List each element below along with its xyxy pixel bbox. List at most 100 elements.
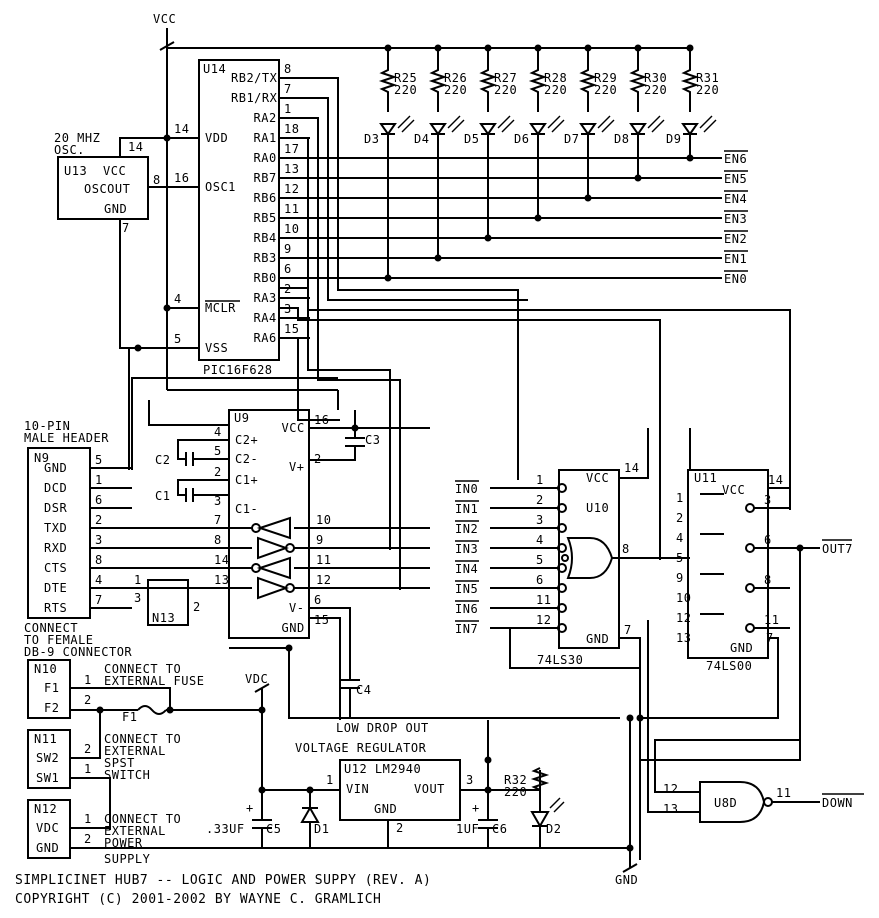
c3-label: C3 xyxy=(365,433,380,447)
u8d-b: 13 xyxy=(663,802,678,816)
u11-pin-b: 5 xyxy=(676,551,684,565)
u11-pin-y: 8 xyxy=(764,573,772,587)
u9-buffer xyxy=(256,516,291,540)
n10-note2: EXTERNAL FUSE xyxy=(104,674,204,688)
u14-pin-num: 12 xyxy=(284,182,299,196)
footer-title: SIMPLICINET HUB7 -- LOGIC AND POWER SUPP… xyxy=(15,873,431,888)
u12-vout: VOUT xyxy=(414,782,445,796)
u9-buf-pin: 7 xyxy=(214,513,222,527)
u11-pin-vcc: 14 xyxy=(768,473,783,487)
n13-p2: 2 xyxy=(193,600,201,614)
u9-pin-name: C1+ xyxy=(235,473,258,487)
u11-pin-y: 3 xyxy=(764,493,772,507)
c4-label: C4 xyxy=(356,683,371,697)
led-resistor-ref: R31 xyxy=(696,71,719,85)
n9-note3: DB-9 CONNECTOR xyxy=(24,645,132,659)
u14-pin-name: OSC1 xyxy=(205,180,236,194)
d1-label: D1 xyxy=(314,822,329,836)
u9-buf-pin: 14 xyxy=(214,553,229,567)
u12-pin-in: 1 xyxy=(326,773,334,787)
u9-pin-num: 4 xyxy=(214,425,222,439)
u9-buf-pin: 9 xyxy=(316,533,324,547)
vcc-label: VCC xyxy=(153,12,176,26)
u14-pin-num: 4 xyxy=(174,292,182,306)
u14-pin-name: RB1/RX xyxy=(231,91,278,105)
n10-n2: 2 xyxy=(84,693,92,707)
u10-input-pin: 3 xyxy=(536,513,544,527)
u14-pin-num: 8 xyxy=(284,62,292,76)
enable-label: EN2 xyxy=(724,232,747,246)
u14-pin-num: 11 xyxy=(284,202,299,216)
u9-buf-pin: 11 xyxy=(316,553,331,567)
u14-pin-name: RB4 xyxy=(254,231,277,245)
r32-value: 220 xyxy=(504,785,527,799)
n9-pin-num: 6 xyxy=(95,493,103,507)
u14-pin-num: 1 xyxy=(284,102,292,116)
u14-pin-num: 16 xyxy=(174,171,189,185)
n11-p2: SW1 xyxy=(36,771,59,785)
n13-p1: 1 xyxy=(134,573,142,587)
u14-pin-name: RB2/TX xyxy=(231,71,278,85)
fuse-label: F1 xyxy=(122,710,137,724)
led-array: R25220D3R26220D4R27220D5R28220D6R29220D7… xyxy=(364,44,719,146)
u10-input-pin: 1 xyxy=(536,473,544,487)
n12-note3: POWER xyxy=(104,836,143,850)
n10-n1: 1 xyxy=(84,673,92,687)
u9-buffer xyxy=(257,576,289,600)
u14-pin-name: RB3 xyxy=(254,251,277,265)
u9-box xyxy=(228,409,310,639)
u14-pin-name: RB6 xyxy=(254,191,277,205)
u9-pin-num: 3 xyxy=(214,494,222,508)
n9-pin-num: 7 xyxy=(95,593,103,607)
u14-pin-num: 10 xyxy=(284,222,299,236)
n10-p2: F2 xyxy=(44,701,59,715)
enable-label: EN5 xyxy=(724,172,747,186)
led-ref: D5 xyxy=(464,132,479,146)
n11-ref: N11 xyxy=(34,732,57,746)
n12-n1: 1 xyxy=(84,812,92,826)
u8d-ref: U8D xyxy=(714,796,737,810)
u10-nand-gate xyxy=(566,537,614,579)
u14-pin-num: 7 xyxy=(284,82,292,96)
led-resistor-value: 220 xyxy=(696,83,719,97)
led-ref: D6 xyxy=(514,132,529,146)
u11-pin-a: 4 xyxy=(676,531,684,545)
led-resistor-ref: R25 xyxy=(394,71,417,85)
u13-title: 20 MHZ xyxy=(54,131,100,145)
n9-pin-num: 4 xyxy=(95,573,103,587)
u14-pin-num: 9 xyxy=(284,242,292,256)
led-ref: D3 xyxy=(364,132,379,146)
enable-label: EN4 xyxy=(724,192,747,206)
u11-pin-a: 9 xyxy=(676,571,684,585)
u9-buffer xyxy=(257,536,289,560)
n9-pin-num: 5 xyxy=(95,453,103,467)
u14-pin-name: VSS xyxy=(205,341,228,355)
d2-label: D2 xyxy=(546,822,561,836)
u10-input-label: IN7 xyxy=(455,622,478,636)
u10-pin-gnd: 7 xyxy=(624,623,632,637)
c5-plus: + xyxy=(246,801,254,815)
u13-pin-vcc: 14 xyxy=(128,140,143,154)
u9-pin-num: 2 xyxy=(214,465,222,479)
u9-buf-pin: 10 xyxy=(316,513,331,527)
led-ref: D7 xyxy=(564,132,579,146)
u9-pin-num: 5 xyxy=(214,444,222,458)
n9-pin-num: 1 xyxy=(95,473,103,487)
u14-pin-name: RB5 xyxy=(254,211,277,225)
u12-note2: VOLTAGE REGULATOR xyxy=(295,741,427,755)
u10-input-label: IN6 xyxy=(455,602,478,616)
led-resistor-value: 220 xyxy=(494,83,517,97)
u12-ref: U12 LM2940 xyxy=(344,762,421,776)
u11-pin-y: 11 xyxy=(764,613,779,627)
u10-input-label: IN5 xyxy=(455,582,478,596)
vdc-label: VDC xyxy=(245,672,268,686)
n13-ref: N13 xyxy=(152,611,175,625)
enable-label: EN0 xyxy=(724,272,747,286)
u9-pin-name: V+ xyxy=(289,460,304,474)
u11-pin-b: 13 xyxy=(676,631,691,645)
u9-pin-name: GND xyxy=(282,621,305,635)
enable-label: EN1 xyxy=(724,252,747,266)
